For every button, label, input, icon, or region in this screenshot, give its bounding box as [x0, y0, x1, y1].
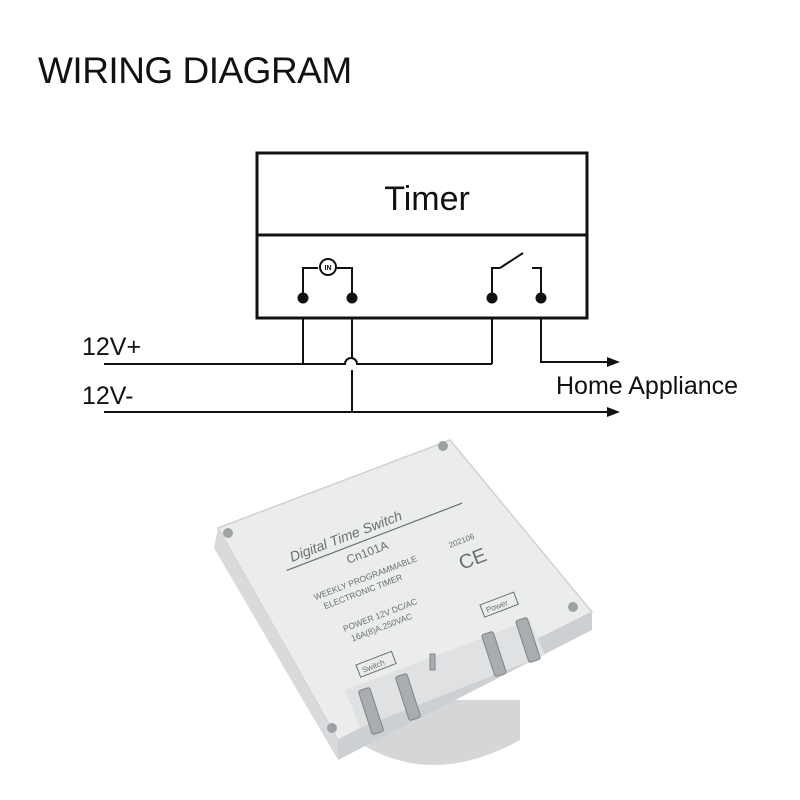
terminal-dot-3 [486, 292, 498, 304]
wire-12v-positive [104, 357, 492, 365]
label-home-appliance: Home Appliance [556, 372, 738, 400]
mount-hole-3 [568, 602, 578, 612]
in-symbol-text: IN [325, 265, 332, 272]
switch-terminal-1 [358, 687, 384, 735]
negative-arrow-icon [607, 407, 620, 417]
power-tag-box [479, 591, 519, 618]
timer-label: Timer [384, 180, 470, 218]
terminal-dot-2 [346, 292, 358, 304]
switch-blade [499, 252, 524, 269]
in-left-lead [302, 267, 318, 297]
switch-left-lead [491, 267, 500, 297]
mount-hole-4 [327, 723, 337, 733]
wire-load [540, 318, 610, 363]
timer-box [255, 151, 589, 320]
terminal-dot-4 [535, 292, 547, 304]
load-arrow-icon [607, 357, 620, 367]
wires [104, 318, 610, 413]
power-terminal-1 [481, 631, 507, 677]
page-title: WIRING DIAGRAM [38, 50, 352, 91]
mount-hole-1 [223, 528, 233, 538]
label-12v-negative: 12V- [82, 382, 133, 410]
terminal-dot-1 [297, 292, 309, 304]
in-symbol-circle [319, 258, 337, 276]
power-input-terminals [302, 258, 353, 297]
in-right-lead [337, 267, 353, 297]
switch-right-lead [532, 267, 542, 297]
product-rule-1 [286, 502, 463, 572]
switch-terminal-2 [395, 673, 421, 721]
mount-hole-2 [438, 441, 448, 451]
product-photo: Digital Time Switch Cn101A WEEKLY PROGRA… [214, 439, 594, 765]
center-divider [429, 653, 436, 671]
power-terminal-2 [515, 617, 541, 663]
housing-left-face [214, 528, 338, 760]
switch-tag-box [355, 650, 397, 678]
label-12v-positive: 12V+ [82, 333, 141, 361]
relay-switch-contact [491, 252, 542, 297]
